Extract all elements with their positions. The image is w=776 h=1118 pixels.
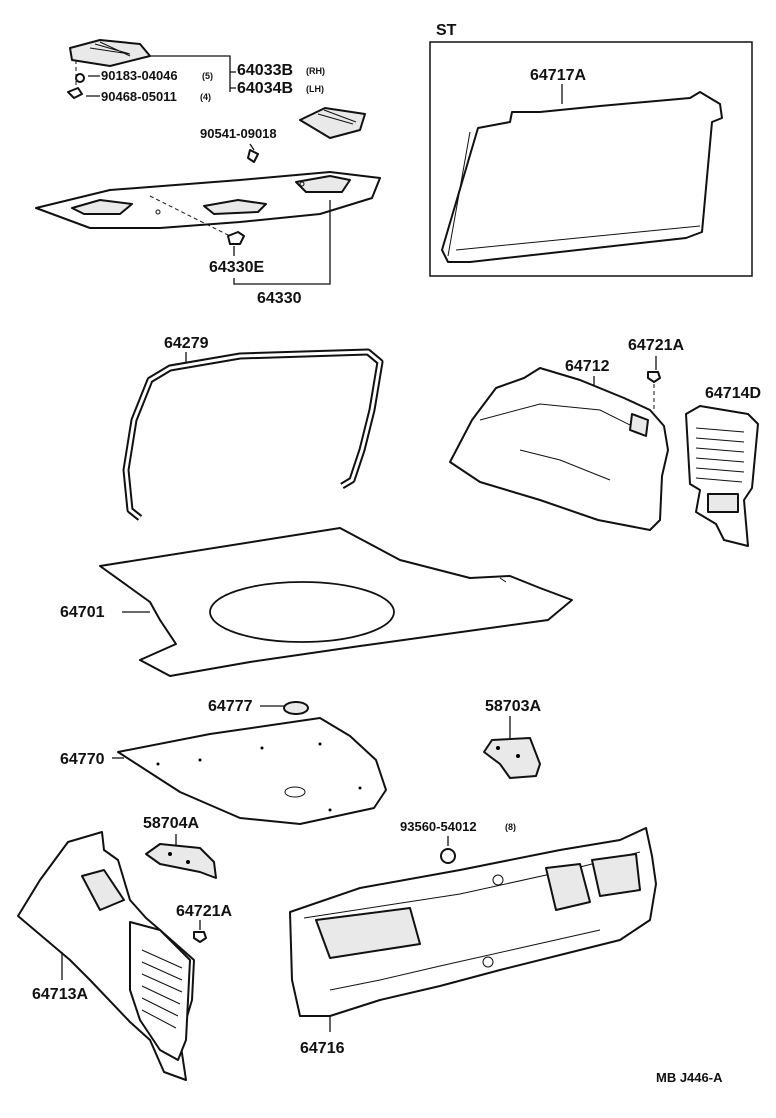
package-tray-64330 [35,171,381,237]
label-93560-qty: (8) [505,822,516,832]
fastener-64330e-icon [227,231,245,245]
label-90468-qty: (4) [200,92,211,102]
clip-90541-icon [247,149,259,163]
label-64712: 64712 [565,358,610,375]
label-64713a: 64713A [32,986,88,1003]
side-cover-64714d [685,405,759,547]
st-inset-frame [429,41,753,277]
label-st: ST [436,22,457,39]
side-trim-64713a [17,831,195,1081]
label-90183-qty: (5) [202,71,213,81]
label-90183: 90183-04046 [101,68,178,83]
clip-90183-icon [75,73,85,83]
label-90468: 90468-05011 [101,89,177,104]
label-64033b-side: (RH) [306,66,325,76]
partition-64717a [441,91,723,263]
clip-64721a-bottom-icon [193,931,207,943]
back-panel-trim-64716 [289,827,657,1017]
pad-58703a [483,737,541,779]
label-64721a-bottom: 64721A [176,903,232,920]
label-64034b: 64034B [237,80,293,97]
spare-cover-board-64770 [117,717,387,825]
label-64034b-side: (LH) [306,84,324,94]
label-64701: 64701 [60,604,105,621]
speaker-grille-top [69,39,151,67]
label-64777: 64777 [208,698,253,715]
bracket-64033b [150,55,236,92]
label-64717a: 64717A [530,67,586,84]
weatherstrip-64279 [122,348,384,521]
label-64330: 64330 [257,290,302,307]
grommet-64777-icon [283,701,309,715]
leader-90541 [249,143,255,151]
label-90541: 90541-09018 [200,126,277,141]
label-93560: 93560-54012 [400,819,477,834]
bracket-64330 [233,200,331,285]
label-64033b: 64033B [237,62,293,79]
label-64279: 64279 [164,335,209,352]
trunk-floor-mat-64701 [99,527,573,677]
label-58703a: 58703A [485,698,541,715]
pad-58704a [145,843,217,879]
fastener-leaders [86,75,100,97]
label-64714d: 64714D [705,385,761,402]
clip-93560-icon [440,848,456,864]
diagram-code: MB J446-A [656,1070,723,1085]
label-64716: 64716 [300,1040,345,1057]
side-trim-64712 [449,367,669,531]
screw-90468-icon [67,87,83,99]
label-64770: 64770 [60,751,105,768]
speaker-grille-right [299,107,366,139]
clip-64721a-top-icon [647,371,661,383]
label-64721a-top: 64721A [628,337,684,354]
label-64330e: 64330E [209,259,264,276]
label-58704a: 58704A [143,815,199,832]
